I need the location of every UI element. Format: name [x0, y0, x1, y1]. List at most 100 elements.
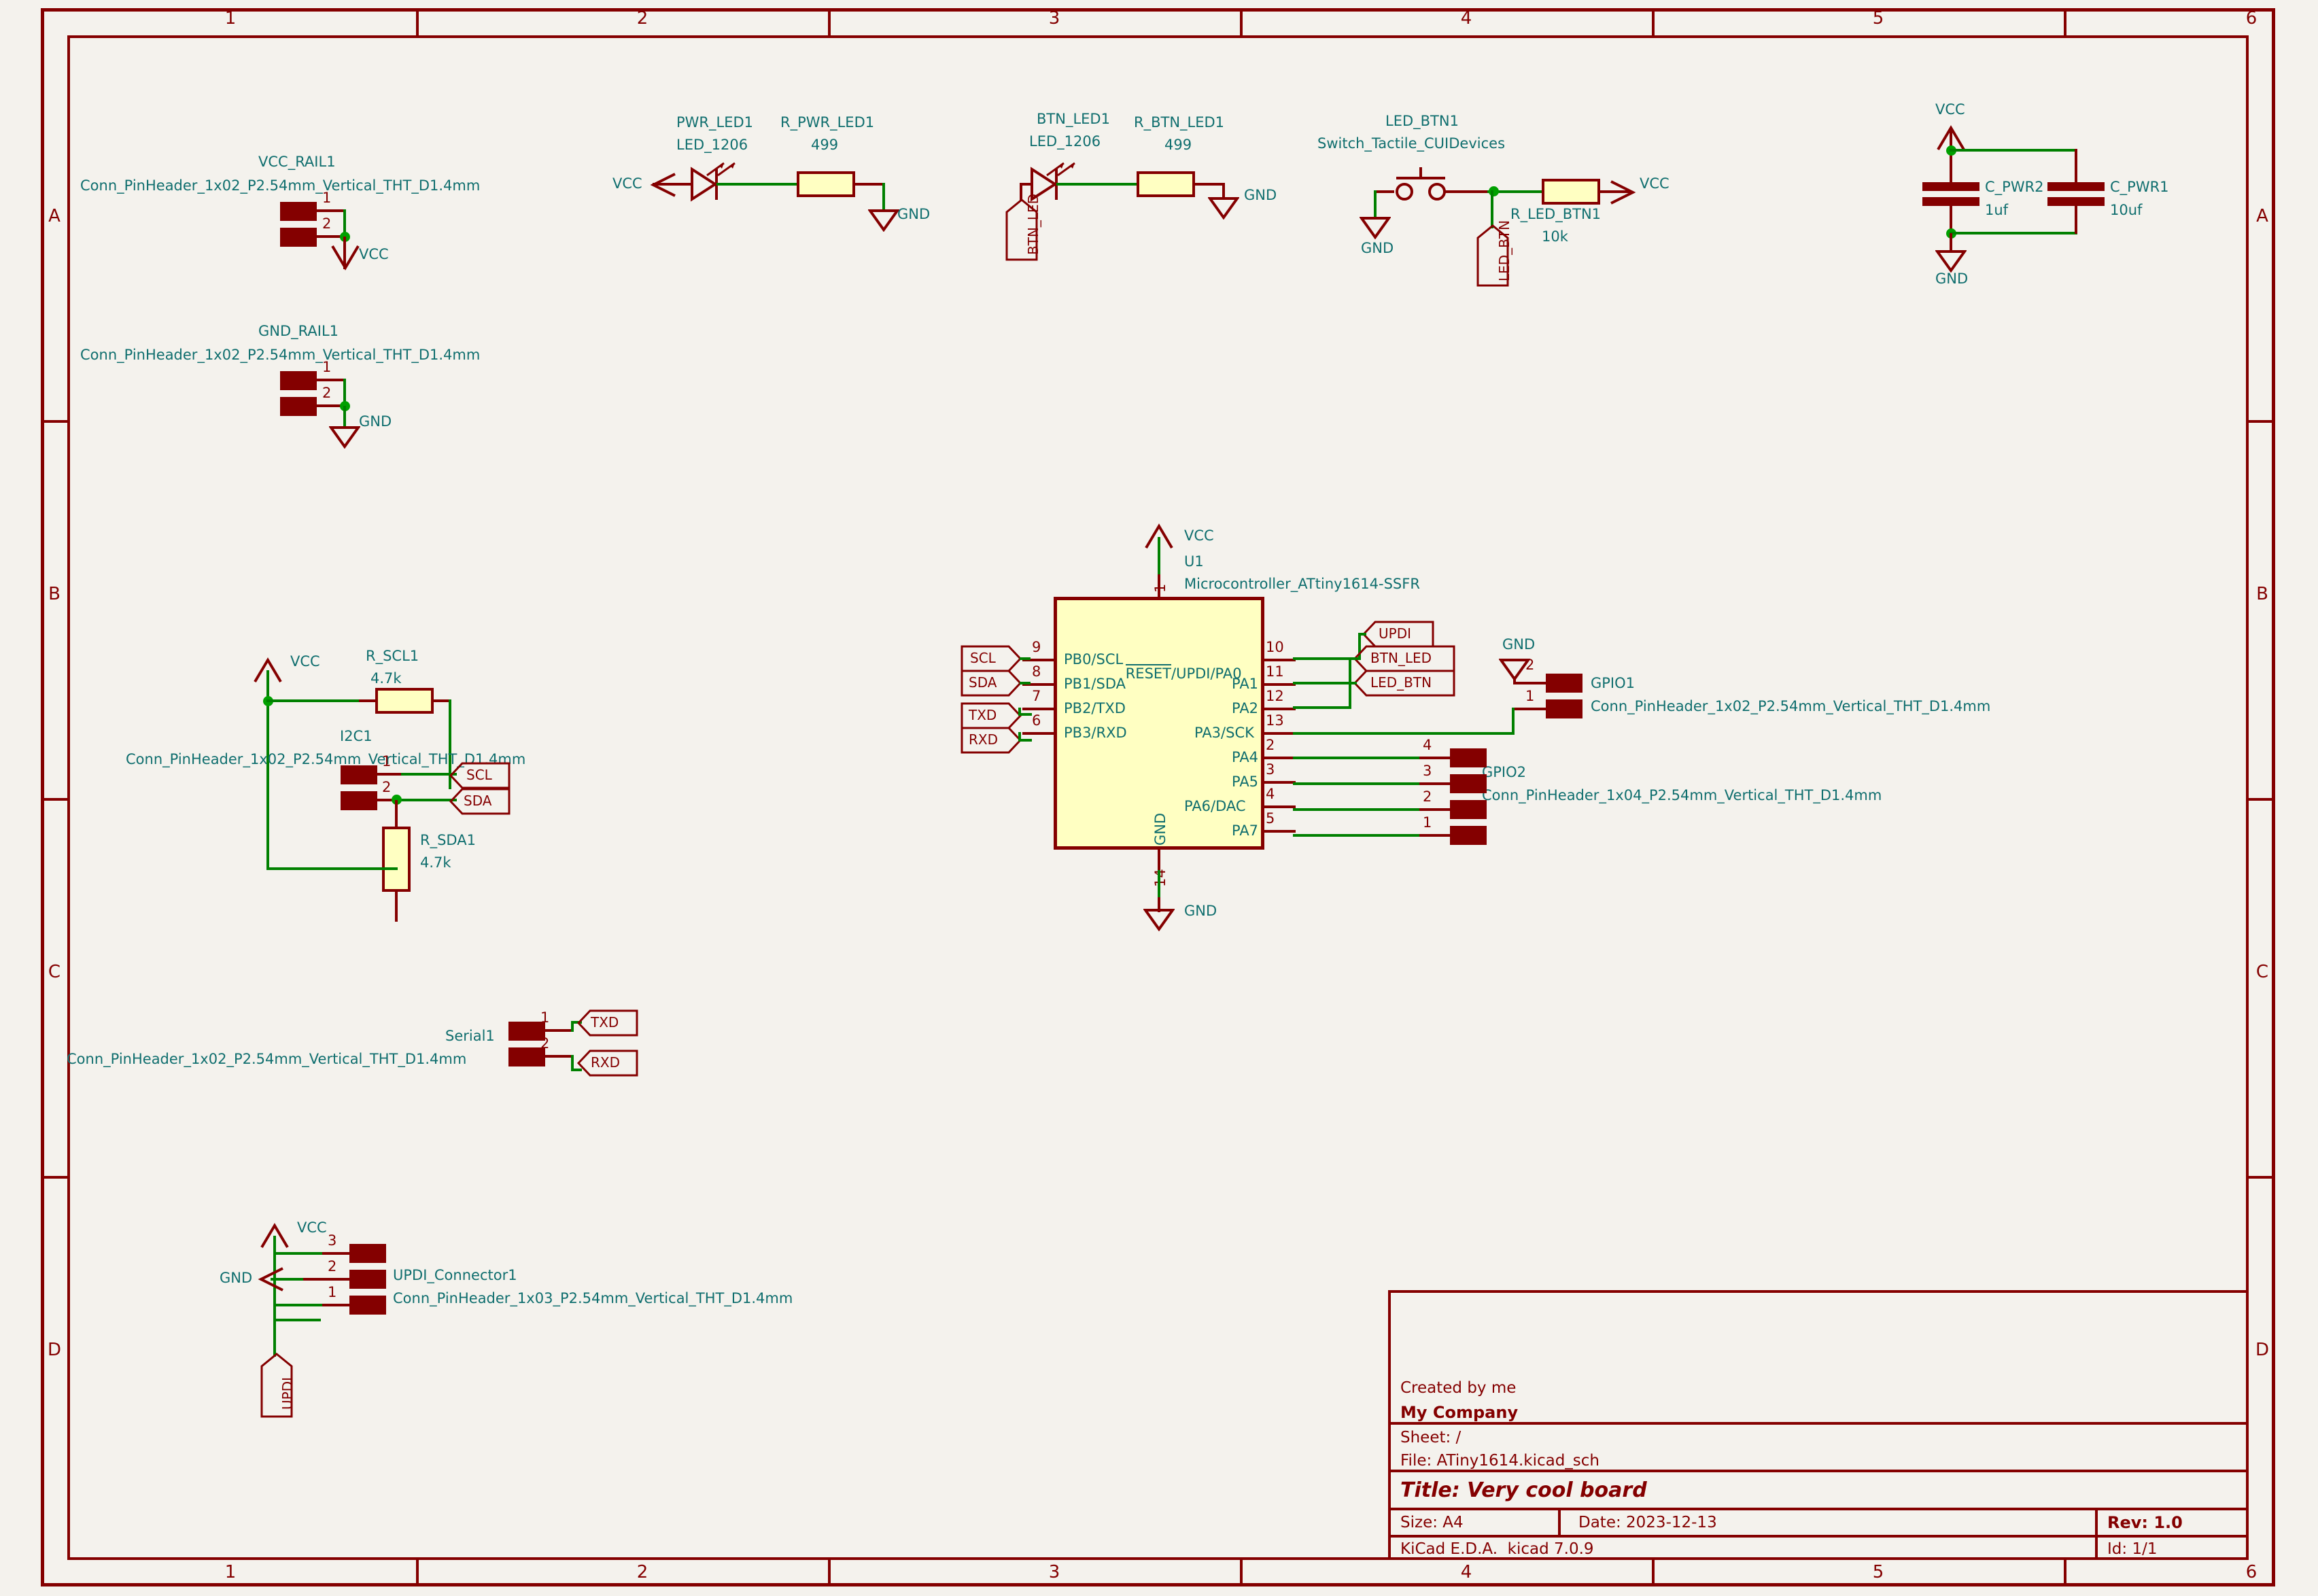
title-block-file: File: ATiny1614.kicad_sch — [1400, 1452, 1600, 1470]
cap1-value: 10uf — [2110, 202, 2143, 218]
mcu-right-pinnum-2: 12 — [1266, 688, 1284, 704]
gpio2-pinline-4 — [1417, 757, 1450, 759]
pwr-led-cathode-wire — [716, 183, 797, 186]
gnd-rail-pad-2[interactable] — [280, 397, 317, 416]
gnd-rail-ref: GND_RAIL1 — [258, 323, 339, 339]
rxd-net-label[interactable] — [576, 1049, 639, 1077]
serial-pinnum-1: 1 — [540, 1009, 550, 1026]
mcu-led-btn-net-label[interactable] — [1353, 669, 1456, 697]
gpio1-pad-1[interactable] — [1546, 699, 1582, 718]
cap2-top-stem — [1950, 128, 1952, 186]
gpio2-pad-1[interactable] — [1450, 826, 1487, 845]
i2c-pad-1[interactable] — [341, 765, 377, 784]
mcu-body[interactable] — [1054, 597, 1264, 850]
mcu-right-pinnum-6: 4 — [1266, 786, 1275, 802]
title-block-size: Size: A4 — [1400, 1514, 1464, 1531]
gpio1-value: Conn_PinHeader_1x02_P2.54mm_Vertical_THT… — [1591, 698, 1991, 714]
gnd-power-symbol-icon — [1935, 250, 1967, 273]
updi-net-label-vertical[interactable] — [260, 1353, 294, 1418]
updi-pad-3[interactable] — [349, 1244, 386, 1263]
mcu-updi-net-label[interactable] — [1362, 620, 1435, 648]
gnd-rail-wire — [343, 379, 346, 410]
r-scl-left-wire — [266, 699, 363, 702]
vcc-rail-pad-2[interactable] — [280, 228, 317, 247]
title-block-vdivider — [2095, 1508, 2098, 1560]
gpio2-pinnum-1: 1 — [1423, 814, 1432, 831]
sda-to-mcu-wire — [1020, 682, 1031, 684]
led-btn-switch-value: Switch_Tactile_CUIDevices — [1317, 135, 1506, 152]
r-scl-body — [375, 688, 434, 714]
title-block-vdivider — [1558, 1508, 1561, 1535]
mcu-right-pinname-7: PA7 — [1232, 822, 1259, 839]
mcu-ref: U1 — [1184, 553, 1204, 570]
i2c-pad-2[interactable] — [341, 791, 377, 810]
zone-col-4-top: 4 — [1460, 8, 1472, 29]
r-led-btn-vcc-label: VCC — [1640, 175, 1670, 192]
zone-col-6-top: 6 — [2245, 8, 2258, 29]
vcc-rail-pinnum-1: 1 — [322, 190, 332, 206]
mcu-vcc-wire — [1158, 537, 1160, 598]
zone-row-c-left: C — [48, 962, 61, 982]
updi-pad-1[interactable] — [349, 1296, 386, 1315]
gpio2-pinnum-2: 2 — [1423, 788, 1432, 805]
vcc-power-arrow-icon — [1145, 523, 1173, 549]
r-scl-value: 4.7k — [370, 670, 402, 687]
gpio2-pad-3[interactable] — [1450, 774, 1487, 793]
zone-tick — [41, 1176, 67, 1179]
mcu-btn-led-net-text: BTN_LED — [1370, 650, 1432, 666]
serial-pad-2[interactable] — [508, 1047, 545, 1066]
zone-row-a-right: A — [2256, 206, 2268, 226]
sda-net-label[interactable] — [449, 787, 511, 816]
mcu-left-pinnum-1: 8 — [1032, 663, 1041, 680]
r-scl-ref: R_SCL1 — [366, 648, 419, 664]
tactile-switch-icon[interactable] — [1387, 163, 1468, 204]
gpio1-gnd-lead — [1513, 676, 1516, 683]
gnd-rail-pad-1[interactable] — [280, 371, 317, 390]
updi-sig-wire-h — [273, 1304, 322, 1306]
sda-net-label-text: SDA — [464, 793, 492, 809]
zone-tick — [2064, 8, 2066, 35]
mcu-left-pinnum-2: 7 — [1032, 688, 1041, 704]
updi-sig-wire-v — [273, 1304, 276, 1357]
serial-txd-wire-v — [571, 1021, 574, 1032]
i2c-vcc-label: VCC — [290, 653, 320, 670]
mcu-scl-net-label[interactable] — [960, 644, 1022, 673]
title-block-company: My Company — [1400, 1403, 1519, 1422]
cap-gnd-stem — [1950, 233, 1952, 252]
updi-pad-2[interactable] — [349, 1270, 386, 1289]
vcc-rail-pad-1[interactable] — [280, 202, 317, 221]
mcu-txd-net-label[interactable] — [960, 701, 1022, 730]
zone-tick — [2249, 798, 2275, 801]
gpio1-pinnum-1: 1 — [1525, 688, 1535, 704]
cap-bottom-rail-wire — [1950, 232, 2077, 235]
mcu-sda-net-label[interactable] — [960, 669, 1022, 697]
i2c-scl-wire — [401, 773, 457, 776]
mcu-gnd-stem — [1158, 897, 1160, 912]
mcu-left-pin-2 — [1022, 708, 1055, 710]
serial-txd-wire-h — [571, 1021, 582, 1024]
txd-net-label[interactable] — [576, 1009, 639, 1037]
mcu-left-pin-1 — [1022, 683, 1055, 686]
mcu-btn-led-net-label[interactable] — [1353, 644, 1456, 673]
mcu-rxd-net-label[interactable] — [960, 726, 1022, 754]
mcu-left-pin-0 — [1022, 659, 1055, 661]
cap1-plate-bottom — [2047, 197, 2105, 206]
r-scl-right-lead — [434, 699, 451, 702]
gpio2-pad-2[interactable] — [1450, 800, 1487, 819]
gpio1-pad-2[interactable] — [1546, 674, 1582, 693]
gpio2-pad-4[interactable] — [1450, 748, 1487, 767]
gpio2-pinnum-3: 3 — [1423, 763, 1432, 779]
pa4-to-gpio2-wire — [1293, 757, 1419, 759]
mcu-right-pinnum-4: 2 — [1266, 737, 1275, 753]
reset-rest-text: /UPDI/PA0 — [1171, 665, 1242, 682]
mcu-right-pin-2 — [1263, 708, 1296, 710]
mcu-right-pinname-6: PA6/DAC — [1184, 798, 1246, 814]
serial-pad-1[interactable] — [508, 1022, 545, 1041]
btn-led-net-label-text: BTN_LED — [1025, 193, 1041, 255]
led-btn-net-label-vertical[interactable] — [1476, 224, 1510, 287]
scl-net-label[interactable] — [449, 761, 511, 790]
btn-led-net-label-vertical[interactable] — [1005, 198, 1039, 261]
zone-tick — [416, 8, 419, 35]
r-sda-body — [382, 827, 411, 892]
r-led-btn-value: 10k — [1542, 228, 1568, 245]
